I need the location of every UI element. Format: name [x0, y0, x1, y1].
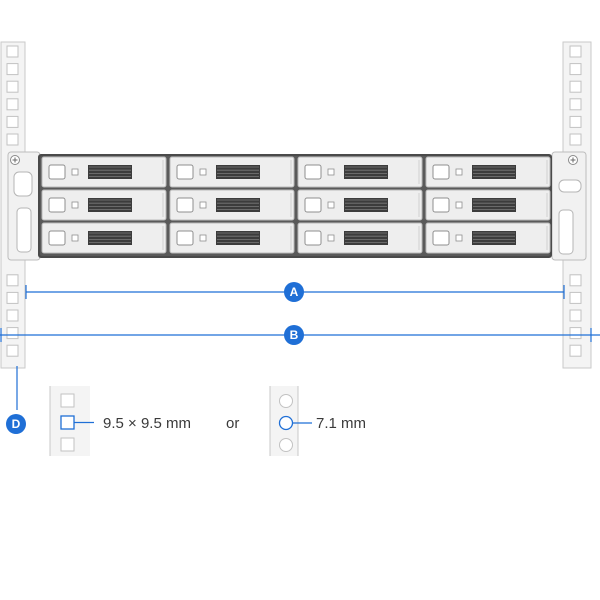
rail-square-hole-icon: [6, 309, 19, 322]
drive-release-button: [48, 164, 66, 180]
drive-bay: [425, 189, 551, 221]
drive-release-button: [48, 230, 66, 246]
rail-square-hole-icon: [569, 80, 582, 93]
right-ear-handle: [558, 179, 582, 193]
callout-a-badge: [284, 282, 304, 302]
callout-b-label: B: [290, 328, 299, 342]
drive-release-button: [432, 164, 450, 180]
callout-d-badge: [6, 414, 26, 434]
drive-release-button: [432, 230, 450, 246]
square-hole-size-label: 9.5 × 9.5 mm: [103, 415, 191, 432]
rail-square-hole-icon: [569, 309, 582, 322]
round-hole-detail: 7.1 mm: [269, 386, 366, 456]
round-hole-highlight-icon: [278, 415, 294, 431]
rail-square-hole-icon: [569, 115, 582, 128]
drive-vent-grille: [344, 198, 388, 212]
rail-square-hole-icon: [569, 63, 582, 76]
drive-bay: [169, 189, 295, 221]
drive-led-icon: [327, 234, 335, 242]
drive-bay: [41, 189, 167, 221]
rail-square-hole-icon: [6, 80, 19, 93]
drive-release-button: [432, 197, 450, 213]
dimension-a: A: [25, 282, 565, 302]
left-ear-handle: [13, 171, 33, 197]
drive-bays-grid: [41, 156, 551, 254]
rail-square-hole-icon: [6, 274, 19, 287]
rail-square-hole-icon: [6, 133, 19, 146]
round-hole-icon: [279, 394, 293, 408]
drive-release-button: [48, 197, 66, 213]
rail-square-hole-icon: [6, 63, 19, 76]
drive-vent-grille: [88, 165, 132, 179]
drive-led-icon: [455, 168, 463, 176]
drive-led-icon: [199, 168, 207, 176]
drive-led-icon: [199, 234, 207, 242]
square-hole-icon: [60, 393, 75, 408]
drive-vent-grille: [472, 231, 516, 245]
rail-square-hole-icon: [6, 344, 19, 357]
drive-vent-grille: [216, 231, 260, 245]
square-hole-detail: 9.5 × 9.5 mm: [49, 386, 191, 456]
drive-bay: [297, 189, 423, 221]
drive-vent-grille: [472, 165, 516, 179]
drive-led-icon: [71, 201, 79, 209]
drive-led-icon: [455, 201, 463, 209]
dimension-b: B: [0, 325, 600, 345]
drive-vent-grille: [88, 231, 132, 245]
rail-square-hole-icon: [6, 291, 19, 304]
drive-vent-grille: [472, 198, 516, 212]
right-ear-latch: [558, 209, 574, 255]
drive-led-icon: [455, 234, 463, 242]
drive-release-button: [304, 197, 322, 213]
drive-release-button: [304, 230, 322, 246]
drive-led-icon: [327, 201, 335, 209]
rail-square-hole-icon: [569, 133, 582, 146]
drive-bay: [297, 156, 423, 188]
drive-bay: [297, 222, 423, 254]
rail-square-hole-icon: [6, 115, 19, 128]
left-ear-latch: [16, 207, 32, 253]
rail-square-hole-icon: [569, 98, 582, 111]
square-hole-highlight-icon: [60, 415, 75, 430]
rail-square-hole-icon: [569, 274, 582, 287]
drive-led-icon: [199, 201, 207, 209]
callout-d-label: D: [12, 417, 21, 431]
drive-led-icon: [71, 234, 79, 242]
square-hole-icon: [60, 437, 75, 452]
drive-led-icon: [327, 168, 335, 176]
drive-bay: [41, 156, 167, 188]
drive-release-button: [304, 164, 322, 180]
callout-a-label: A: [290, 285, 299, 299]
drive-release-button: [176, 197, 194, 213]
callout-b-badge: [284, 325, 304, 345]
drive-vent-grille: [216, 198, 260, 212]
rail-square-hole-icon: [6, 98, 19, 111]
round-hole-size-label: 7.1 mm: [316, 415, 366, 432]
drive-bay: [169, 156, 295, 188]
rail-square-hole-icon: [569, 291, 582, 304]
rail-square-hole-icon: [569, 344, 582, 357]
rail-square-hole-icon: [6, 45, 19, 58]
drive-led-icon: [71, 168, 79, 176]
rail-square-hole-icon: [6, 327, 19, 340]
drive-bay: [425, 222, 551, 254]
drive-vent-grille: [216, 165, 260, 179]
rail-square-hole-icon: [569, 327, 582, 340]
rail-square-hole-icon: [569, 45, 582, 58]
drive-release-button: [176, 230, 194, 246]
round-hole-icon: [279, 438, 293, 452]
drive-bay: [425, 156, 551, 188]
drive-release-button: [176, 164, 194, 180]
rack-server-unit: [7, 151, 587, 261]
drive-vent-grille: [88, 198, 132, 212]
options-separator: or: [226, 415, 239, 432]
drive-vent-grille: [344, 165, 388, 179]
drive-bay: [169, 222, 295, 254]
drive-vent-grille: [344, 231, 388, 245]
callout-d: D: [6, 366, 26, 434]
drive-bay: [41, 222, 167, 254]
